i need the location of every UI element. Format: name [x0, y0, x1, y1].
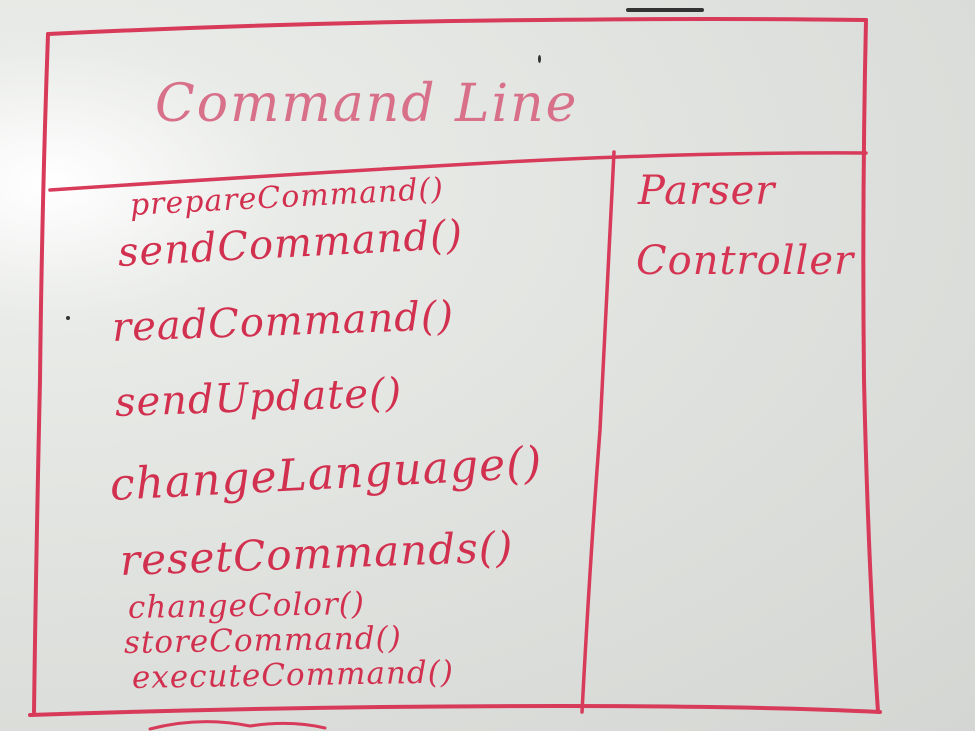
class-name: Command Line [155, 74, 579, 134]
board-speck [538, 55, 541, 63]
collaborator-controller: Controller [636, 238, 855, 284]
method-change-color: changeColor() [127, 585, 366, 626]
card-bottom-edge [28, 704, 882, 717]
method-store-command: storeCommand() [123, 620, 403, 661]
header-divider [48, 151, 868, 192]
column-divider [580, 150, 616, 714]
collaborator-parser: Parser [638, 168, 776, 214]
card-left-edge [32, 32, 50, 714]
board-speck [66, 316, 70, 320]
method-execute-command: executeCommand() [131, 654, 455, 696]
bottom-scribble [148, 720, 327, 731]
board-speck [626, 8, 704, 12]
card-right-edge [861, 18, 880, 714]
card-top-edge [46, 17, 868, 36]
